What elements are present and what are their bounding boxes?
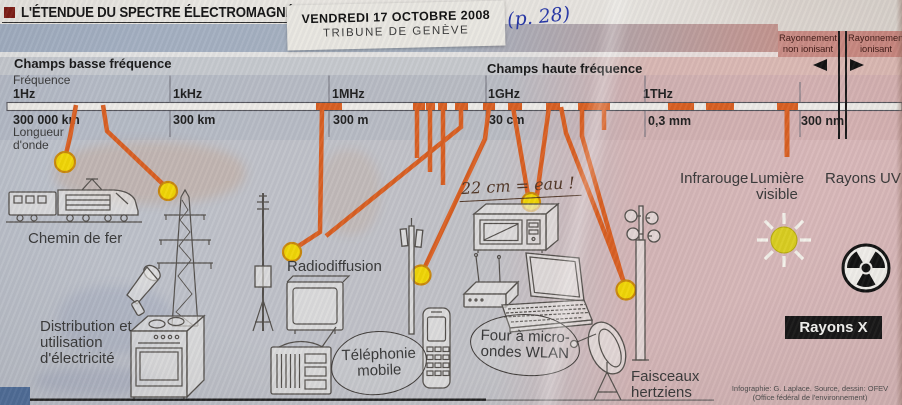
- freq-tick-1thz: 1THz: [643, 87, 673, 101]
- stove-illustration: [129, 314, 206, 401]
- hertzian-beams-label: Faisceaux hertziens: [631, 368, 700, 402]
- low-frequency-zone-label: Champs basse fréquence: [14, 56, 172, 71]
- freq-tick-1ghz: 1GHz: [488, 87, 520, 101]
- paper-top-right: [770, 0, 902, 31]
- wave-tick-300000km: 300 000 km: [13, 113, 80, 127]
- broadcast-label: Radiodiffusion: [287, 258, 382, 275]
- spectrum-band-marks: [316, 103, 798, 110]
- mobile-telephony-label: Téléphonie mobile: [341, 344, 417, 380]
- sun-icon: [757, 213, 811, 267]
- left-arrow-icon: [813, 59, 827, 71]
- credits-line1: Infographie: G. Laplace. Source, dessin:…: [731, 384, 889, 393]
- radio-illustration: [270, 326, 337, 395]
- microwave-oven-illustration: [472, 202, 560, 253]
- band-gap: [0, 52, 902, 57]
- uv-label: Rayons UV: [825, 170, 901, 187]
- visible-light-label: Lumière visible: [749, 170, 805, 204]
- infrared-label: Infrarouge: [680, 170, 749, 187]
- wlan-router-illustration: [462, 252, 520, 309]
- freq-tick-1mhz: 1MHz: [332, 87, 365, 101]
- ionizing-label: Rayonnement ionisant: [848, 33, 902, 54]
- title-underline: [2, 21, 288, 23]
- credits-line2: (Office fédéral de l'environnement): [752, 393, 868, 403]
- bottom-rule: [0, 398, 714, 401]
- title-bullet-icon: [4, 7, 15, 18]
- mobile-phone-illustration: [422, 307, 451, 389]
- microwave-wlan-label: Four à micro-ondes WLAN: [480, 326, 571, 363]
- radioactivity-icon: [841, 243, 891, 293]
- xray-badge: Rayons X: [785, 316, 882, 339]
- high-frequency-zone-label: Champs haute fréquence: [487, 61, 643, 76]
- hair-dryer-illustration: [126, 264, 161, 316]
- train-illustration: [6, 178, 142, 223]
- railway-label: Chemin de fer: [28, 230, 123, 247]
- laptop-illustration: [501, 252, 593, 333]
- title-text: L'ÉTENDUE DU SPECTRE ÉLECTROMAGNÉTIQUE: [21, 4, 334, 21]
- right-arrow-icon: [850, 59, 864, 71]
- electricity-label: Distribution et utilisation d'électricit…: [40, 318, 132, 368]
- wave-tick-300m: 300 m: [333, 113, 369, 127]
- relay-mast-illustration: [624, 205, 661, 361]
- paper-edge: [896, 0, 902, 405]
- non-ionizing-label: Rayonnement non ionisant: [779, 33, 837, 54]
- tv-illustration: [286, 275, 351, 334]
- broadcast-mast-illustration: [252, 193, 274, 332]
- wavelength-axis-label: Longueur d'onde: [13, 125, 64, 152]
- freq-tick-1hz: 1Hz: [13, 87, 36, 101]
- scale-bar: [6, 75, 902, 137]
- zone-label-band: [0, 57, 902, 75]
- wave-tick-300nm: 300 nm: [801, 114, 845, 128]
- wave-tick-03mm: 0,3 mm: [648, 114, 692, 128]
- wave-tick-300km: 300 km: [173, 113, 216, 127]
- page-title: L'ÉTENDUE DU SPECTRE ÉLECTROMAGNÉTIQUE: [4, 4, 376, 22]
- adjacent-page-fragment: [0, 387, 30, 405]
- satellite-dish-illustration: [569, 321, 627, 401]
- print-ghost: [318, 150, 380, 235]
- power-pylon-illustration: [157, 188, 213, 327]
- mobile-antenna-illustration: [399, 218, 424, 335]
- frequency-axis-label: Fréquence: [13, 73, 71, 87]
- separator-lines: [838, 31, 847, 139]
- spectrum-lines: [62, 104, 790, 288]
- credits: Infographie: G. Laplace. Source, dessin:…: [718, 384, 902, 403]
- freq-tick-1khz: 1kHz: [173, 87, 203, 101]
